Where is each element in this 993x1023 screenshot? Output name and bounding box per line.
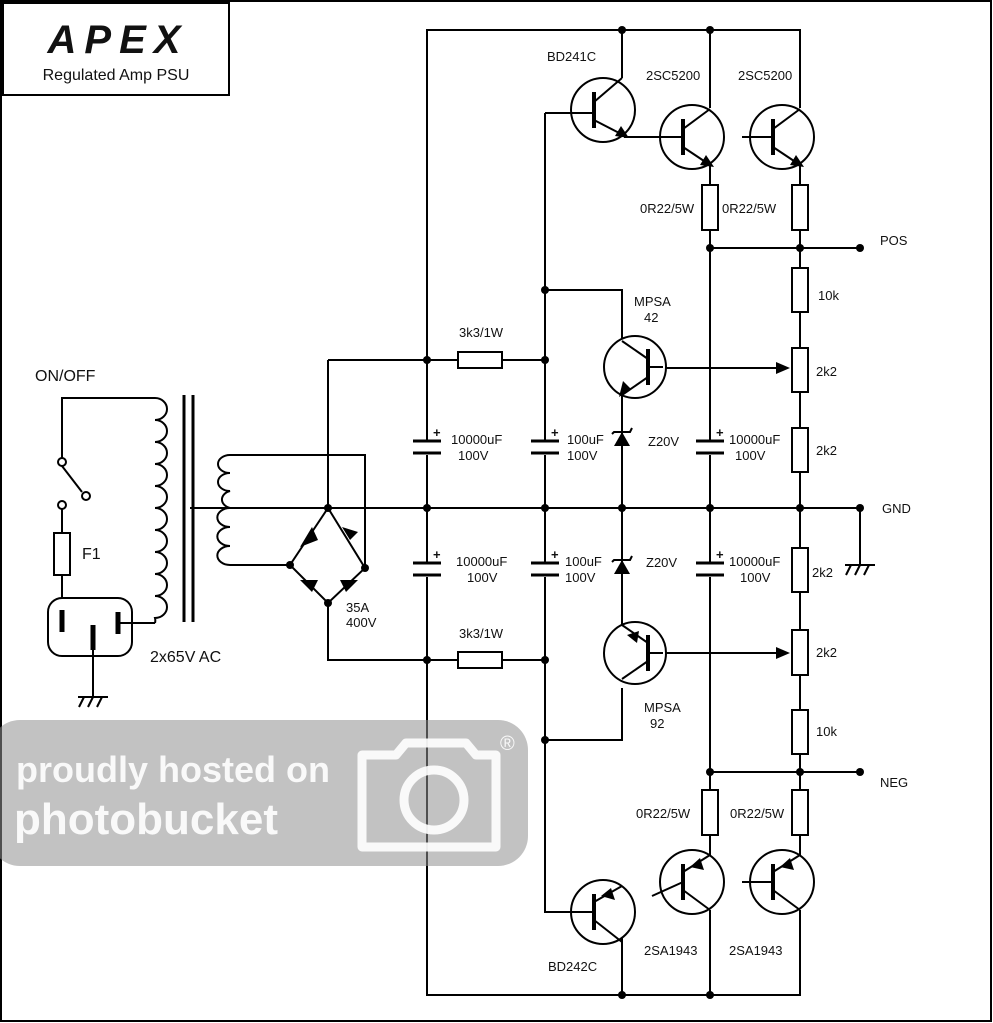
logo-box: APEX Regulated Amp PSU xyxy=(2,2,230,96)
label-emitter-res-4: 0R22/5W xyxy=(730,806,785,821)
label-cap4-voltage: 100V xyxy=(467,570,498,585)
mains-section xyxy=(47,395,231,708)
label-cap1-value: 10000uF xyxy=(451,432,502,447)
label-fuse: F1 xyxy=(82,546,101,563)
label-2sa1943-1: 2SA1943 xyxy=(644,943,698,958)
junction-dots xyxy=(286,26,864,999)
watermark-line2: photobucket xyxy=(14,795,278,844)
transistor-2sc5200-2 xyxy=(742,104,815,170)
label-mpsa42-name: MPSA xyxy=(634,294,671,309)
transistor-bd242c xyxy=(570,879,636,945)
bridge-rectifier xyxy=(288,506,367,605)
iec-socket xyxy=(47,597,133,657)
transistor-2sc5200-1 xyxy=(624,104,725,170)
label-gnd: GND xyxy=(882,501,911,516)
label-zener-upper: Z20V xyxy=(648,434,679,449)
label-neg: NEG xyxy=(880,775,908,790)
label-bridge-voltage: 400V xyxy=(346,615,377,630)
label-r2k2-bottom: 2k2 xyxy=(812,565,833,580)
res-emitter-4 xyxy=(791,789,809,836)
res-emitter-1 xyxy=(701,184,719,231)
watermark-line1: proudly hosted on xyxy=(16,749,330,790)
label-res-upper: 3k3/1W xyxy=(459,325,504,340)
label-r2k2-top: 2k2 xyxy=(816,443,837,458)
label-bd242c: BD242C xyxy=(548,959,597,974)
transistor-bd241c xyxy=(570,77,636,143)
svg-text:+: + xyxy=(433,547,441,562)
transformer-primary xyxy=(153,397,168,624)
gnd-earth-icon xyxy=(845,564,875,576)
transformer-secondary xyxy=(216,454,231,566)
capacitors: + + + + + + xyxy=(413,425,724,577)
res-10k-top xyxy=(791,267,809,313)
transistor-2sa1943-2 xyxy=(742,849,815,915)
label-r10k-bottom: 10k xyxy=(816,724,837,739)
res-2k2-top xyxy=(791,427,809,473)
label-pot-top: 2k2 xyxy=(816,364,837,379)
label-on-off: ON/OFF xyxy=(35,368,96,385)
label-cap5-value: 100uF xyxy=(565,554,602,569)
label-cap2-value: 100uF xyxy=(567,432,604,447)
svg-text:+: + xyxy=(716,547,724,562)
svg-text:+: + xyxy=(551,425,559,440)
logo-brand: APEX xyxy=(47,18,189,62)
label-bd241c: BD241C xyxy=(547,49,596,64)
transistor-mpsa42 xyxy=(603,335,667,399)
svg-text:+: + xyxy=(551,547,559,562)
label-2sc5200-1: 2SC5200 xyxy=(646,68,700,83)
label-2sc5200-2: 2SC5200 xyxy=(738,68,792,83)
label-emitter-res-3: 0R22/5W xyxy=(636,806,691,821)
res-3k3-lower xyxy=(457,651,503,669)
pot-2k2-top xyxy=(791,347,809,393)
label-bridge-current: 35A xyxy=(346,600,369,615)
label-cap2-voltage: 100V xyxy=(567,448,598,463)
transistor-2sa1943-1 xyxy=(651,849,725,915)
res-3k3-upper xyxy=(457,351,503,369)
label-cap4-value: 10000uF xyxy=(456,554,507,569)
label-emitter-res-1: 0R22/5W xyxy=(640,201,695,216)
svg-text:+: + xyxy=(716,425,724,440)
label-emitter-res-2: 0R22/5W xyxy=(722,201,777,216)
label-transformer: 2x65V AC xyxy=(150,649,221,666)
label-mpsa92-num: 92 xyxy=(650,716,664,731)
label-2sa1943-2: 2SA1943 xyxy=(729,943,783,958)
svg-text:+: + xyxy=(433,425,441,440)
transistor-mpsa92 xyxy=(603,621,667,685)
label-pos: POS xyxy=(880,233,908,248)
fuse-f1 xyxy=(53,532,71,576)
logo-subtitle: Regulated Amp PSU xyxy=(43,67,190,84)
res-emitter-3 xyxy=(701,789,719,836)
label-cap6-value: 10000uF xyxy=(729,554,780,569)
label-cap3-value: 10000uF xyxy=(729,432,780,447)
label-zener-lower: Z20V xyxy=(646,555,677,570)
label-res-lower: 3k3/1W xyxy=(459,626,504,641)
pot-2k2-bottom xyxy=(791,629,809,676)
label-cap1-voltage: 100V xyxy=(458,448,489,463)
res-emitter-2 xyxy=(791,184,809,231)
label-mpsa92-name: MPSA xyxy=(644,700,681,715)
label-pot-bottom: 2k2 xyxy=(816,645,837,660)
photobucket-watermark: proudly hosted on photobucket ® xyxy=(0,720,528,866)
zener-diodes xyxy=(611,427,633,574)
watermark-registered: ® xyxy=(500,733,515,755)
label-mpsa42-num: 42 xyxy=(644,310,658,325)
label-cap6-voltage: 100V xyxy=(740,570,771,585)
res-10k-bottom xyxy=(791,709,809,755)
label-r10k-top: 10k xyxy=(818,288,839,303)
res-2k2-bottom xyxy=(791,547,809,593)
earth-icon xyxy=(78,696,108,708)
camera-icon xyxy=(357,738,501,852)
label-cap3-voltage: 100V xyxy=(735,448,766,463)
label-cap5-voltage: 100V xyxy=(565,570,596,585)
